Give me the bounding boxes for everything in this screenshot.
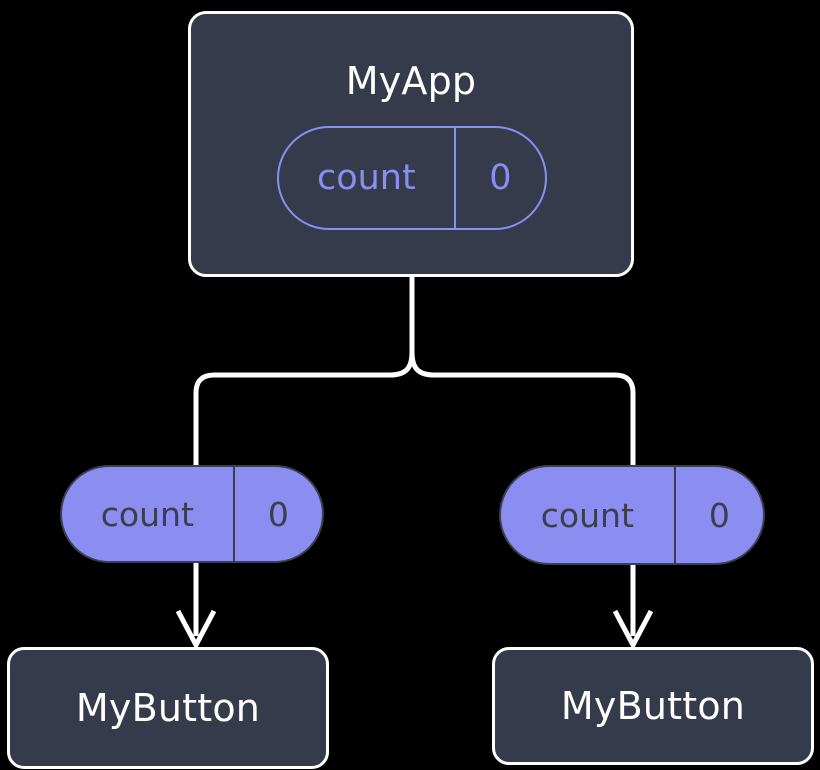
prop-pill-left-key: count — [100, 494, 194, 534]
state-pill-root-value: 0 — [453, 128, 545, 228]
component-label-mybutton-left: MyButton — [75, 686, 261, 730]
connector-fork-right — [409, 351, 636, 466]
prop-pill-right[interactable]: count 0 — [499, 465, 765, 565]
prop-pill-left[interactable]: count 0 — [60, 465, 324, 563]
arrow-left-pill-to-button — [175, 563, 217, 651]
state-pill-root[interactable]: count 0 — [277, 126, 547, 230]
component-label-mybutton-right: MyButton — [560, 684, 746, 728]
connector-fork-left — [193, 351, 415, 466]
arrow-right-pill-to-button — [612, 565, 654, 651]
component-node-mybutton-right[interactable]: MyButton — [492, 647, 814, 765]
component-node-mybutton-left[interactable]: MyButton — [7, 647, 329, 769]
prop-pill-right-value: 0 — [673, 467, 763, 563]
component-label-myapp: MyApp — [345, 59, 477, 103]
prop-pill-left-value: 0 — [232, 467, 322, 561]
state-pill-root-key: count — [316, 157, 416, 198]
prop-pill-right-key: count — [540, 495, 634, 535]
